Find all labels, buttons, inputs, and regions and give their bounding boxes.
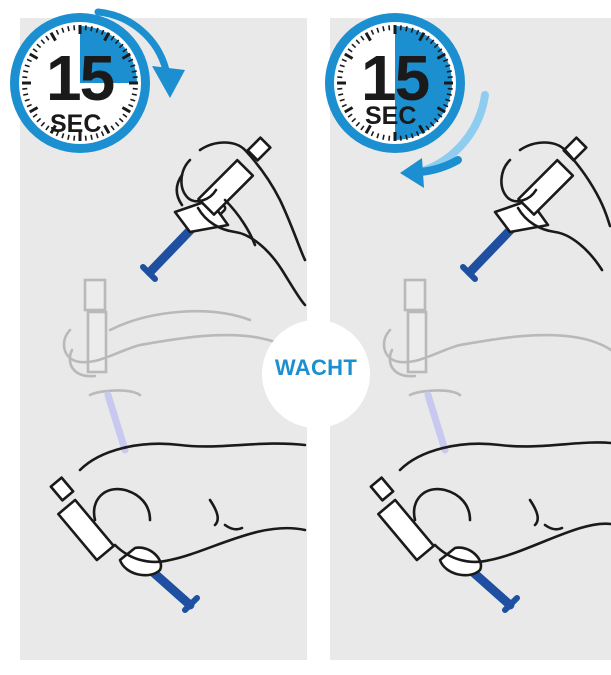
clock-tick <box>337 89 342 90</box>
clock-tick <box>22 89 27 90</box>
timer-left-value: 15 <box>46 48 113 108</box>
clock-tick <box>338 94 343 95</box>
clock-tick <box>448 77 453 78</box>
rotate-arrow-icon <box>152 66 185 98</box>
clock-tick <box>383 135 384 140</box>
clock-tick <box>447 71 452 72</box>
clock-tick <box>74 25 75 30</box>
clock-tick <box>406 26 407 31</box>
clock-tick <box>132 94 137 95</box>
clock-tick <box>406 135 407 140</box>
timer-right-value: 15 <box>361 48 428 108</box>
lower-hand-syringe-left <box>51 444 305 610</box>
clock-tick <box>338 71 343 72</box>
timer-right-unit: SEC <box>365 104 416 128</box>
clock-tick <box>91 26 92 31</box>
clock-tick <box>22 77 27 78</box>
clock-tick <box>389 136 390 141</box>
lower-hand-syringe-right <box>371 442 611 610</box>
upper-hand-syringe-right <box>463 138 610 279</box>
faded-hand-right <box>384 280 611 450</box>
clock-tick <box>23 94 28 95</box>
clock-tick <box>23 71 28 72</box>
clock-tick <box>383 26 384 31</box>
clock-tick <box>133 89 138 90</box>
clock-tick <box>337 77 342 78</box>
wait-label: WACHT <box>262 355 370 381</box>
clock-tick <box>133 77 138 78</box>
clock-tick <box>401 136 402 141</box>
clock-tick <box>132 71 137 72</box>
timer-left-unit: SEC <box>50 112 101 136</box>
clock-tick <box>448 89 453 90</box>
clock-tick <box>86 25 87 30</box>
clock-tick <box>401 25 402 30</box>
upper-hand-syringe-left <box>143 138 305 305</box>
rotate-arrow-icon <box>400 158 424 188</box>
clock-tick <box>68 26 69 31</box>
clock-tick <box>389 25 390 30</box>
clock-tick <box>447 94 452 95</box>
